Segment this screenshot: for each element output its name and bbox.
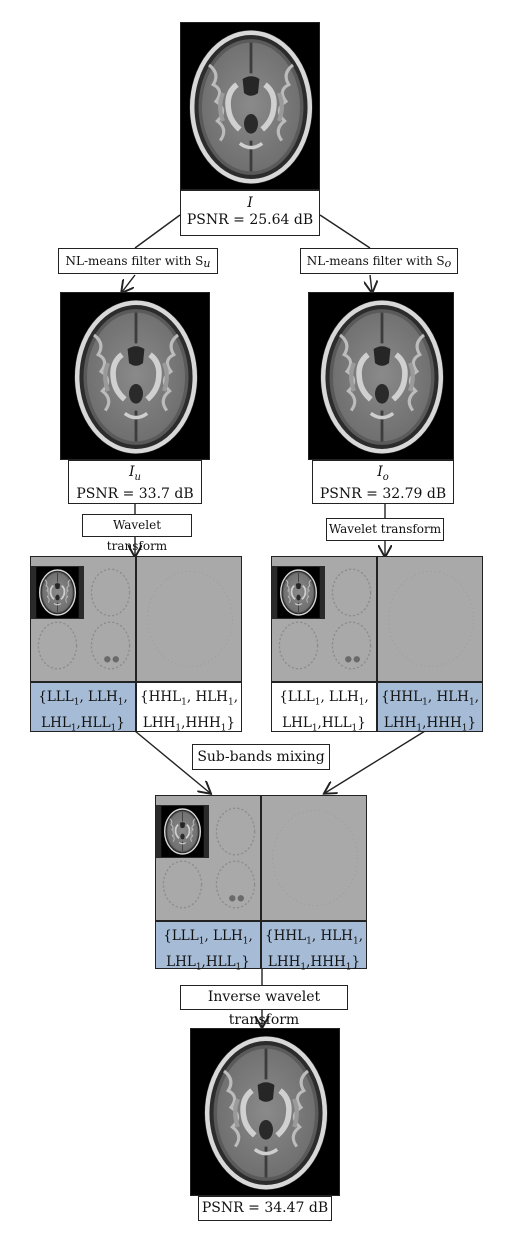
filtered-label-right: Io PSNR = 32.79 dB (312, 460, 454, 504)
result-image (190, 1028, 340, 1196)
filtered-image-right (308, 292, 454, 460)
wavelet-mixed (155, 795, 367, 921)
brain-image-icon (61, 293, 210, 460)
inverse-wavelet-label: Inverse wavelet transform (180, 985, 348, 1028)
filtered-label-left: Iu PSNR = 33.7 dB (68, 460, 202, 504)
left-low-bands: {LLL1, LLH1, LHL1,HLL1} (30, 682, 136, 733)
low-subbands-image (156, 796, 262, 920)
divider (260, 796, 262, 920)
divider (135, 557, 137, 681)
edge-input-to-right (319, 214, 371, 249)
input-image (180, 22, 320, 190)
high-subbands-image (137, 565, 241, 673)
wavelet-transform-left: Wavelet transform (82, 514, 192, 553)
wavelet-right (271, 556, 483, 682)
input-symbol: I (247, 195, 253, 211)
filtered-psnr-left: PSNR = 33.7 dB (76, 485, 194, 502)
wavelet-transform-right: Wavelet transform (326, 518, 444, 541)
subbands-mixing-label: Sub-bands mixing (192, 744, 330, 770)
edge-leftfilter-to-brain (122, 274, 136, 292)
result-psnr: PSNR = 34.47 dB (198, 1196, 332, 1221)
left-high-bands: {HHL1, HLH1, LHH1,HHH1} (136, 682, 242, 733)
brain-image-icon (309, 293, 454, 460)
low-subbands-image (272, 557, 378, 681)
mixed-high-bands: {HHL1, HLH1, LHH1,HHH1} (261, 921, 367, 972)
filter-left: NL-means filter with Su (58, 248, 218, 274)
filter-left-sub: u (203, 257, 211, 270)
filter-right: NL-means filter with So (300, 248, 458, 274)
right-low-bands: {LLL1, LLH1, LHL1,HLL1} (271, 682, 377, 733)
wavelet-left (30, 556, 242, 682)
brain-image-icon (181, 23, 320, 190)
filtered-image-left (60, 292, 210, 460)
edge-rightfilter-to-brain (370, 274, 372, 292)
mixed-low-bands: {LLL1, LLH1, LHL1,HLL1} (155, 921, 261, 972)
high-subbands-image (262, 804, 366, 912)
low-subbands-image (31, 557, 137, 681)
edge-input-to-left (134, 214, 181, 249)
filtered-psnr-right: PSNR = 32.79 dB (319, 485, 447, 502)
edge-right-high-to-mix (325, 730, 426, 793)
divider (376, 557, 378, 681)
right-high-bands: {HHL1, HLH1, LHH1,HHH1} (377, 682, 483, 733)
input-label: I PSNR = 25.64 dB (180, 190, 320, 236)
filter-right-sub: o (444, 257, 452, 270)
brain-image-icon (191, 1029, 340, 1196)
input-psnr: PSNR = 25.64 dB (186, 212, 314, 228)
high-subbands-image (378, 565, 482, 673)
